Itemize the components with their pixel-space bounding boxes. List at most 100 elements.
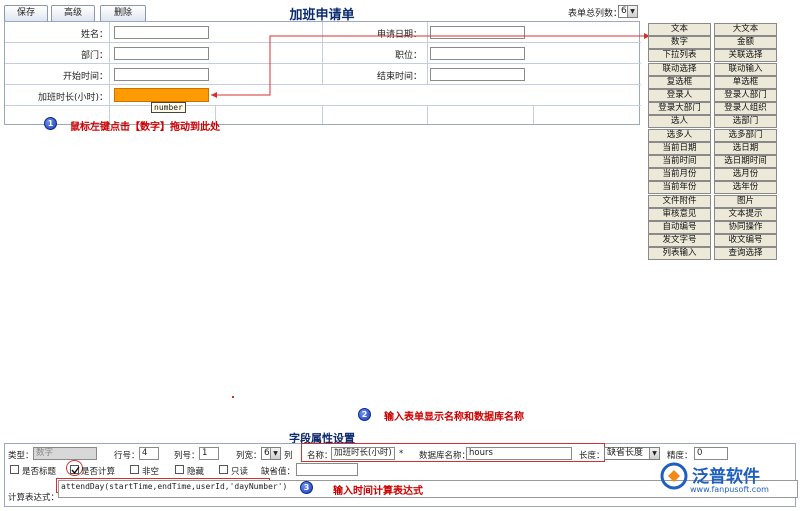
expr-label: 计算表达式： (8, 493, 60, 503)
palette-button[interactable]: 联动输入 (714, 62, 777, 76)
palette-button[interactable]: 列表输入 (648, 247, 711, 261)
palette-button[interactable]: 文本 (648, 23, 711, 36)
palette-button[interactable]: 复选框 (648, 75, 711, 89)
end-time-input[interactable] (430, 68, 525, 81)
readonly-checkbox[interactable] (219, 465, 228, 474)
grid-cell (5, 85, 110, 106)
precision-input[interactable]: 0 (694, 447, 728, 460)
db-name-input[interactable]: hours (466, 447, 572, 460)
hint-text-3: 输入时间计算表达式 (333, 486, 423, 497)
hint-badge-3: 3 (300, 481, 313, 494)
length-value: 缺省长度 (607, 448, 644, 458)
brand-name: 泛普软件 (692, 467, 760, 487)
palette-button[interactable]: 选日期 (714, 141, 777, 155)
advanced-button[interactable]: 高级 (51, 5, 95, 22)
palette-button[interactable]: 文件附件 (648, 194, 711, 208)
palette-button[interactable]: 审核意见 (648, 207, 711, 221)
hint-badge-1: 1 (44, 117, 57, 130)
chevron-down-icon: ▼ (627, 6, 637, 17)
palette-button[interactable]: 当前年份 (648, 181, 711, 195)
position-input[interactable] (430, 47, 525, 60)
form-grid (4, 21, 641, 125)
width-select[interactable]: 6 ▼ (261, 447, 281, 460)
palette-button[interactable]: 选多人 (648, 128, 711, 142)
expr-textarea[interactable]: attendDay(startTime,endTime,userId,'dayN… (58, 480, 798, 498)
brand-url: www.fanpusoft.com (690, 485, 769, 494)
name-input[interactable] (114, 26, 209, 39)
row-input[interactable]: 4 (139, 447, 159, 460)
grid-cell (5, 43, 110, 64)
palette-button[interactable]: 选部门 (714, 115, 777, 129)
palette-button[interactable]: 选日期时间 (714, 155, 777, 168)
arrow-tail (644, 33, 650, 39)
palette-button[interactable]: 选多部门 (714, 128, 777, 142)
grid-cell (323, 22, 428, 43)
palette-button[interactable]: 大文本 (714, 23, 777, 36)
grid-cell (5, 22, 110, 43)
palette-button[interactable]: 收文编号 (714, 234, 777, 248)
column-count-value: 6 (621, 6, 627, 16)
is-title-checkbox[interactable] (10, 465, 19, 474)
arrow-head (211, 92, 217, 98)
width-label: 列宽： (236, 451, 262, 461)
hidden-checkbox[interactable] (175, 465, 184, 474)
highlight-circle-calc (66, 460, 83, 476)
palette-button[interactable]: 查询选择 (714, 247, 777, 261)
palette-button[interactable]: 文本提示 (714, 207, 777, 221)
palette-button[interactable]: 选月份 (714, 168, 777, 182)
type-label: 类型： (8, 451, 34, 461)
palette-button[interactable]: 登录人部门 (714, 89, 777, 102)
column-count-select[interactable]: 6 ▼ (618, 5, 638, 18)
length-label: 长度： (579, 451, 605, 461)
chevron-down-icon: ▼ (270, 448, 280, 459)
palette-button[interactable]: 登录人 (648, 89, 711, 102)
readonly-label: 只读 (231, 467, 249, 477)
palette-button[interactable]: 金额 (714, 36, 777, 50)
palette-button[interactable]: 联动选择 (648, 62, 711, 76)
length-select[interactable]: 缺省长度 ▼ (604, 447, 660, 460)
palette-button[interactable]: 自动编号 (648, 221, 711, 234)
palette-button[interactable]: 登录大部门 (648, 102, 711, 116)
not-null-checkbox[interactable] (130, 465, 139, 474)
column-count-label: 表单总列数： (568, 9, 623, 19)
grid-cell (5, 106, 110, 124)
hint-badge-2: 2 (358, 408, 371, 421)
default-label: 缺省值： (261, 467, 296, 477)
field-type-tooltip: number (151, 102, 186, 113)
palette-button[interactable]: 当前时间 (648, 155, 711, 168)
overtime-hours-number-field[interactable] (114, 88, 209, 102)
grid-cell (5, 64, 110, 85)
palette-button[interactable]: 图片 (714, 194, 777, 208)
stray-dot (232, 396, 234, 398)
precision-label: 精度： (667, 451, 693, 461)
hint-text-1: 鼠标左键点击【数字】拖动到此处 (70, 122, 220, 133)
palette-button[interactable]: 登录人组织 (714, 102, 777, 116)
palette-button[interactable]: 关联选择 (714, 49, 777, 63)
grid-cell (110, 43, 323, 64)
is-calc-checkbox[interactable] (70, 465, 80, 475)
palette-button[interactable]: 当前月份 (648, 168, 711, 182)
department-input[interactable] (114, 47, 209, 60)
col-input[interactable]: 1 (199, 447, 219, 460)
palette-button[interactable]: 下拉列表 (648, 49, 711, 63)
name-prop-input[interactable]: 加班时长(小时) (331, 447, 395, 460)
col-label: 列号： (174, 451, 200, 461)
drag-arrow-line (211, 35, 645, 96)
grid-cell (428, 43, 641, 64)
name-label: 姓名： (80, 30, 108, 40)
palette-button[interactable]: 发文字号 (648, 234, 711, 248)
grid-cell (323, 43, 428, 64)
palette-button[interactable]: 选人 (648, 115, 711, 129)
form-title: 加班申请单 (289, 8, 355, 23)
palette-button[interactable]: 单选框 (714, 75, 777, 89)
end-time-label: 结束时间： (376, 72, 422, 82)
start-time-input[interactable] (114, 68, 209, 81)
is-calc-label: 是否计算 (81, 467, 116, 477)
palette-button[interactable]: 选年份 (714, 181, 777, 195)
name-prop-label: 名称： (307, 451, 333, 461)
palette-button[interactable]: 当前日期 (648, 141, 711, 155)
palette-button[interactable]: 协同操作 (714, 221, 777, 234)
default-input[interactable] (296, 463, 358, 476)
palette-button[interactable]: 数字 (648, 36, 711, 50)
